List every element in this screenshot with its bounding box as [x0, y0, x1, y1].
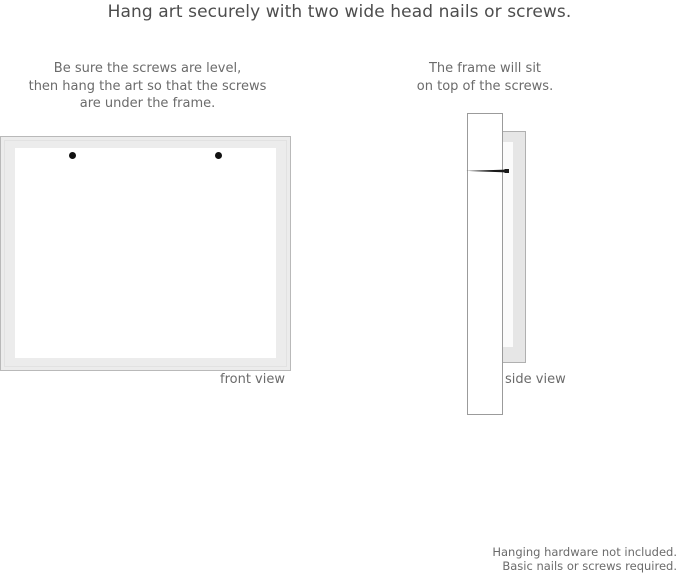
- side-view-caption-line-1: The frame will sit: [428, 61, 542, 76]
- footer-line-2: Basic nails or screws required.: [502, 559, 677, 573]
- front-view-illustration: [0, 136, 291, 371]
- front-view-caption-line-3: are under the frame.: [79, 96, 216, 111]
- footer-disclaimer: Hanging hardware not included. Basic nai…: [492, 545, 677, 573]
- front-view-caption-line-1: Be sure the screws are level,: [53, 61, 242, 76]
- screw-dot-left: [69, 152, 76, 159]
- frame-mat-area: [15, 148, 276, 358]
- frame-bevel-line: [4, 140, 287, 367]
- screw-dot-right: [215, 152, 222, 159]
- footer-line-1: Hanging hardware not included.: [492, 545, 677, 559]
- side-view-label: side view: [505, 372, 566, 387]
- page-title: Hang art securely with two wide head nai…: [107, 2, 572, 22]
- wall-side-section: [467, 113, 503, 415]
- nail-icon: [466, 158, 512, 173]
- frame-side-inner-strip: [503, 142, 513, 347]
- side-view-caption-line-2: on top of the screws.: [416, 78, 554, 94]
- front-view-caption-line-2: then hang the art so that the screws: [28, 78, 267, 94]
- front-view-caption: Be sure the screws are level, then hang …: [5, 60, 290, 113]
- side-view-caption: The frame will sit on top of the screws.: [395, 60, 575, 95]
- front-view-label: front view: [220, 372, 285, 387]
